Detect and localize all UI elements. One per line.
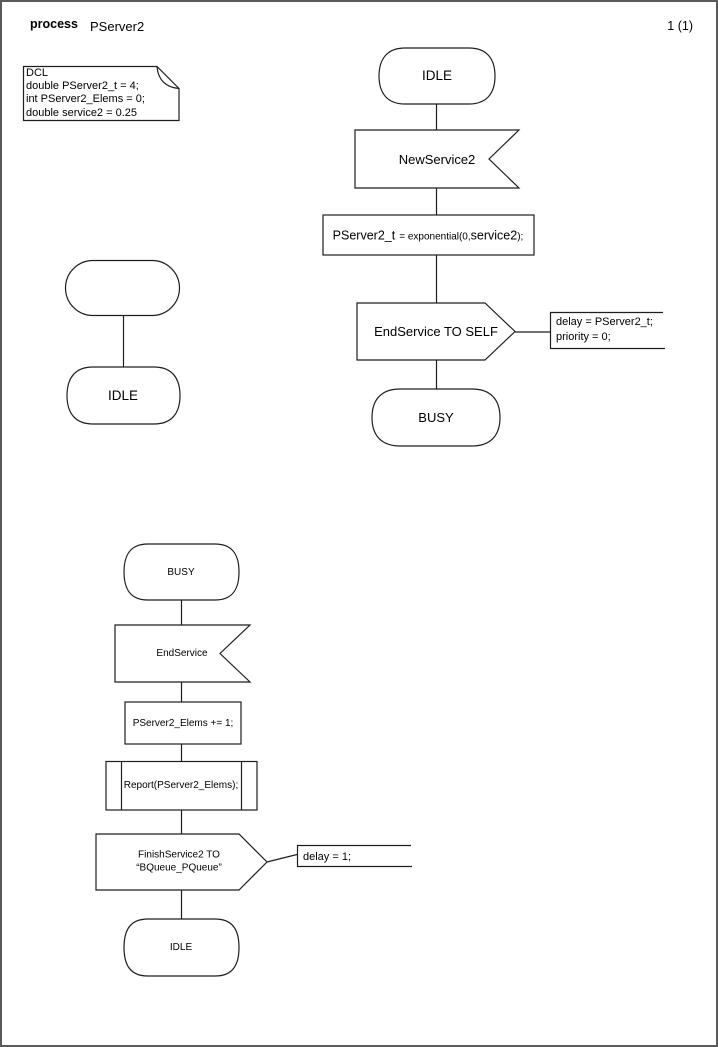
input-label-newservice2: NewService2 — [398, 151, 476, 167]
page-number-label: 1 (1) — [667, 19, 693, 33]
task-label-set-time: PServer2_t = exponential(0, service2 ); — [333, 228, 524, 243]
process-name-label: PServer2 — [90, 18, 145, 34]
dcl-declarations-text: DCL double PServer2_t = 4; int PServer2_… — [26, 67, 145, 120]
task-text-part: PServer2_t — [332, 228, 396, 242]
text-symbol-dcl-fold — [156, 66, 180, 90]
state-symbol-busy-top[interactable] — [371, 388, 501, 447]
state-label-busy-top: BUSY — [418, 410, 454, 426]
state-symbol-idle-top[interactable] — [378, 47, 496, 105]
diagram-kind-label: process — [30, 17, 78, 31]
output-line: FinishService2 TO — [138, 849, 220, 860]
comment-symbol-finishservice2[interactable] — [296, 844, 413, 868]
input-symbol-endservice[interactable] — [114, 624, 252, 683]
task-label-increment: PServer2_Elems += 1; — [132, 717, 234, 729]
dcl-line: DCL — [26, 67, 49, 79]
output-line: “BQueue_PQueue” — [136, 862, 222, 874]
task-text-part: = exponential(0, — [399, 231, 471, 242]
comment-text-endservice: delay = PServer2_t; priority = 0; — [556, 315, 653, 345]
comment-line: priority = 0; — [556, 331, 611, 343]
task-text-part: service2 — [470, 228, 518, 242]
comment-symbol-endservice[interactable] — [549, 311, 666, 350]
task-symbol-set-time[interactable] — [322, 214, 535, 256]
state-symbol-idle-left[interactable] — [66, 366, 181, 425]
input-label-endservice: EndService — [156, 648, 208, 659]
task-symbol-increment[interactable] — [124, 701, 242, 745]
comment-text-finishservice2: delay = 1; — [303, 850, 351, 865]
output-symbol-finishservice2[interactable] — [95, 833, 268, 891]
state-label-idle-top: IDLE — [421, 67, 453, 83]
comment-line: delay = PServer2_t; — [556, 316, 653, 328]
task-text-part: ); — [517, 231, 524, 242]
input-symbol-newservice2[interactable] — [354, 129, 521, 189]
state-label-idle-left: IDLE — [107, 387, 139, 403]
comment-link-line — [266, 853, 298, 863]
state-label-busy-bottom: BUSY — [167, 566, 195, 578]
text-symbol-dcl[interactable] — [22, 65, 180, 122]
dcl-line: double service2 = 0.25 — [26, 106, 137, 119]
output-symbol-endservice-to-self[interactable] — [356, 302, 516, 361]
state-label-idle-bottom: IDLE — [169, 942, 193, 953]
state-symbol-idle-bottom[interactable] — [123, 918, 240, 977]
start-symbol-blank[interactable] — [64, 259, 181, 317]
output-label-finishservice2: FinishService2 TO “BQueue_PQueue” — [136, 848, 222, 875]
comment-line: delay = 1; — [303, 851, 352, 863]
output-label-endservice-to-self: EndService TO SELF — [374, 324, 498, 340]
procedure-label-report: Report(PServer2_Elems); — [123, 780, 239, 791]
dcl-line: int PServer2_Elems = 0; — [26, 93, 145, 106]
dcl-line: double PServer2_t = 4; — [26, 80, 139, 93]
state-symbol-busy-bottom[interactable] — [123, 543, 240, 601]
